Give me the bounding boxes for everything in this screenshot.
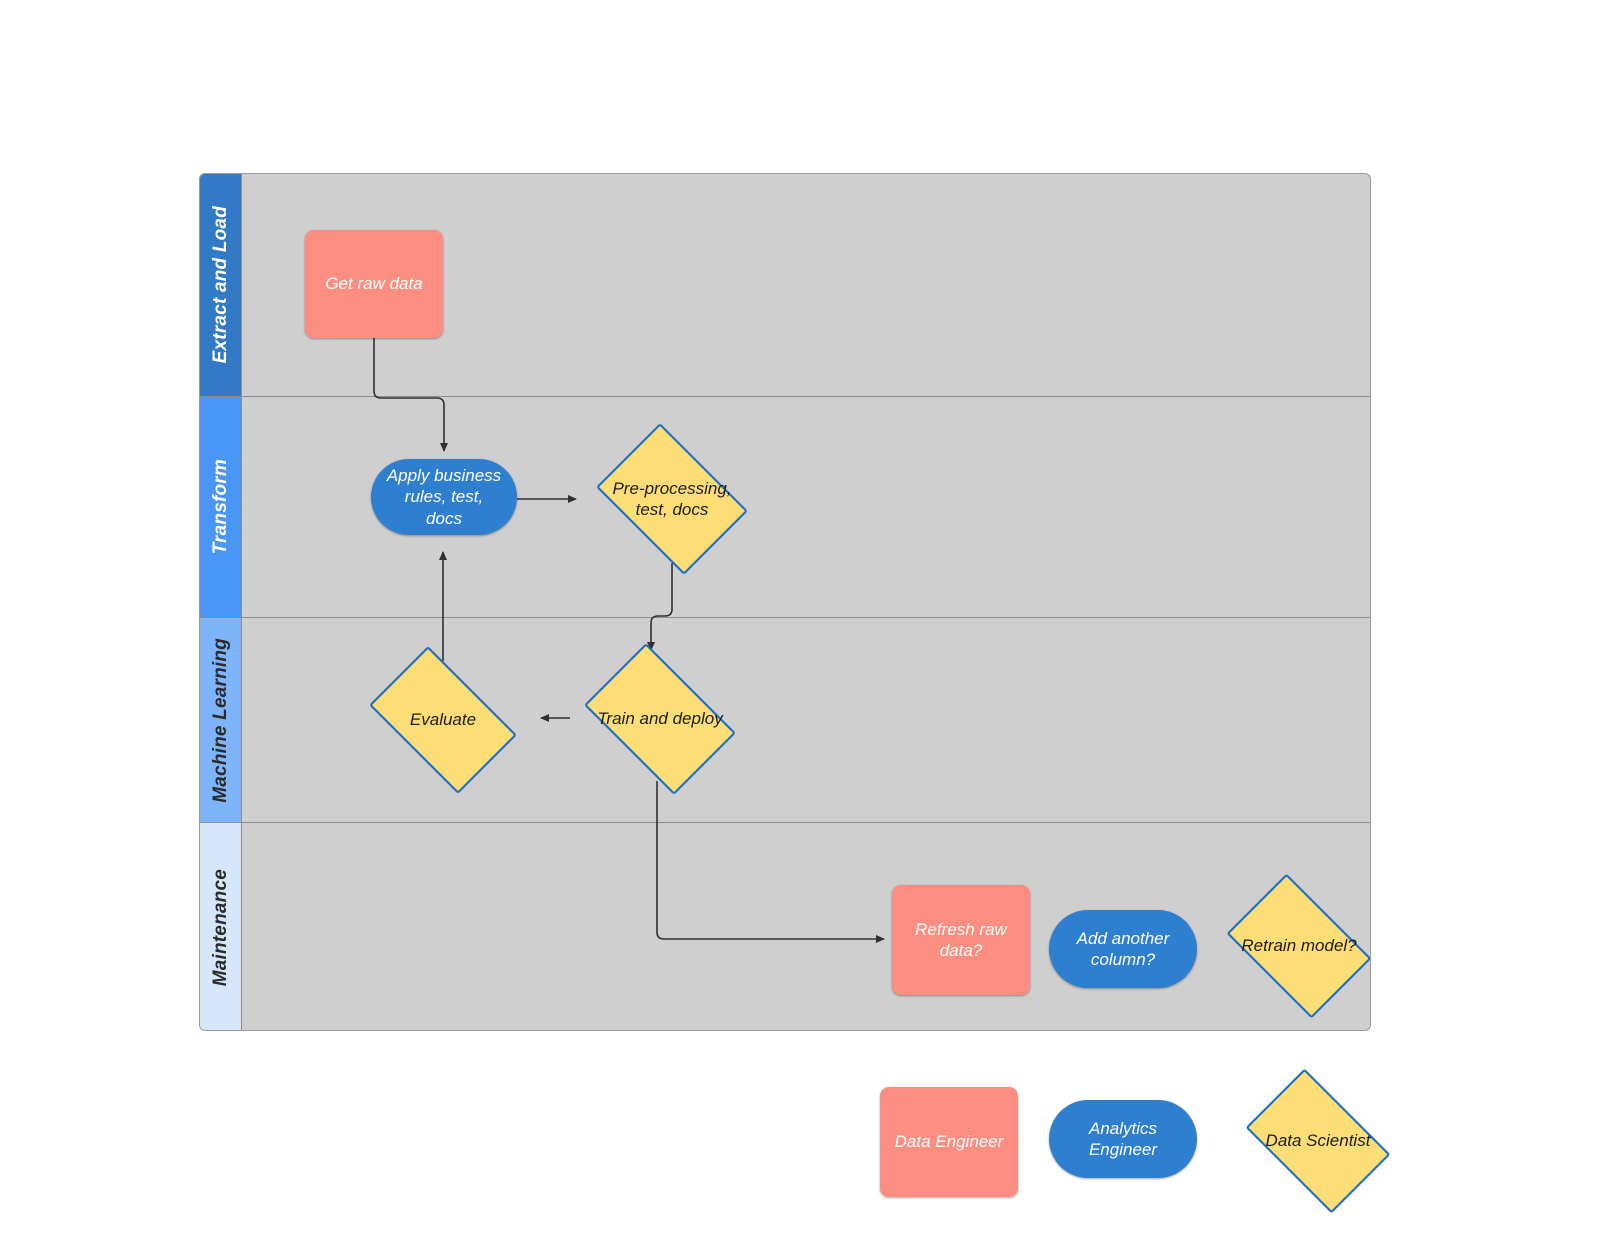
lane-header-extract-and-load: Extract and Load <box>200 174 242 396</box>
node-pre-processing[interactable]: Pre-processing, test, docs <box>584 423 760 575</box>
node-retrain-model[interactable]: Retrain model? <box>1214 873 1384 1019</box>
lane-transform: Transform <box>200 397 1370 618</box>
node-label: Retrain model? <box>1241 936 1357 956</box>
node-label: Refresh raw data? <box>915 919 1007 960</box>
legend-item-data-scientist[interactable]: Data Scientist <box>1232 1068 1404 1214</box>
node-get-raw-data[interactable]: Get raw data <box>305 230 443 338</box>
lane-header-maintenance: Maintenance <box>200 823 242 1030</box>
node-label: Evaluate <box>409 710 477 730</box>
legend-item-data-engineer[interactable]: Data Engineer <box>880 1087 1018 1197</box>
node-label: Data Scientist <box>1265 1131 1371 1151</box>
legend-item-analytics-engineer[interactable]: Analytics Engineer <box>1049 1100 1197 1178</box>
lane-label: Transform <box>209 459 231 555</box>
lane-label: Extract and Load <box>209 206 231 364</box>
lane-extract-and-load: Extract and Load <box>200 174 1370 397</box>
lane-header-machine-learning: Machine Learning <box>200 618 242 822</box>
node-label: Get raw data <box>325 274 423 294</box>
node-label: Add another column? <box>1076 928 1170 969</box>
node-refresh-raw-data[interactable]: Refresh raw data? <box>892 885 1030 995</box>
lane-label: Maintenance <box>209 868 231 987</box>
node-label: Data Engineer <box>894 1132 1004 1152</box>
node-train-and-deploy[interactable]: Train and deploy <box>570 643 750 795</box>
lane-maintenance: Maintenance <box>200 823 1370 1030</box>
node-evaluate[interactable]: Evaluate <box>354 646 532 794</box>
node-label: Analytics Engineer <box>1088 1118 1158 1159</box>
node-label: Train and deploy <box>597 709 723 729</box>
node-label: Apply business rules, test, docs <box>386 466 502 528</box>
node-label: Pre-processing, test, docs <box>612 478 732 519</box>
lane-header-transform: Transform <box>200 397 242 617</box>
lane-label: Machine Learning <box>209 637 231 803</box>
node-add-another-column[interactable]: Add another column? <box>1049 910 1197 988</box>
node-apply-rules[interactable]: Apply business rules, test, docs <box>371 459 517 535</box>
